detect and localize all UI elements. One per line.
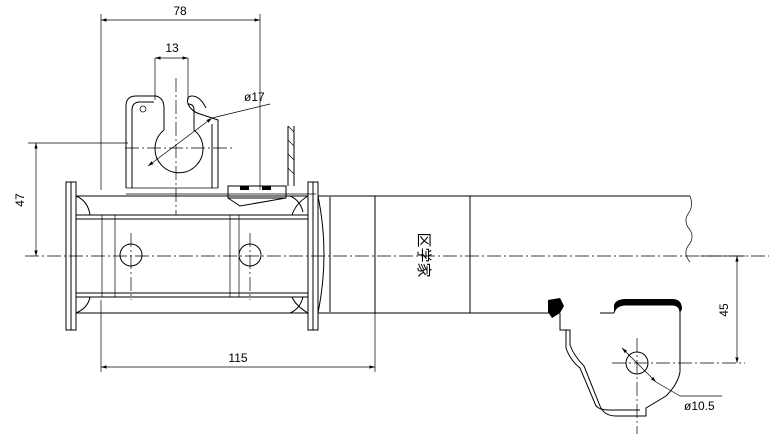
dim-13: 13 [154,41,189,100]
dim-45: 45 [700,255,745,363]
svg-text:45: 45 [717,303,731,317]
tube-body [317,195,693,314]
svg-text:ø17: ø17 [244,90,265,104]
dim-47: 47 [13,142,128,256]
dim-dia-10-5: ø10.5 [621,347,722,413]
top-bracket [76,78,316,215]
svg-text:ø10.5: ø10.5 [684,399,715,413]
dim-78: 78 [100,4,261,190]
svg-text:115: 115 [228,351,247,365]
hub-assembly [65,181,319,331]
lower-bracket [548,298,745,434]
dim-115: 115 [100,300,376,372]
dim-dia-17: ø17 [147,90,271,167]
svg-text:78: 78 [173,4,187,18]
part-marking: 区学家 [415,232,432,277]
weld-clip [227,125,295,207]
svg-text:47: 47 [13,193,27,207]
svg-text:13: 13 [165,41,179,55]
